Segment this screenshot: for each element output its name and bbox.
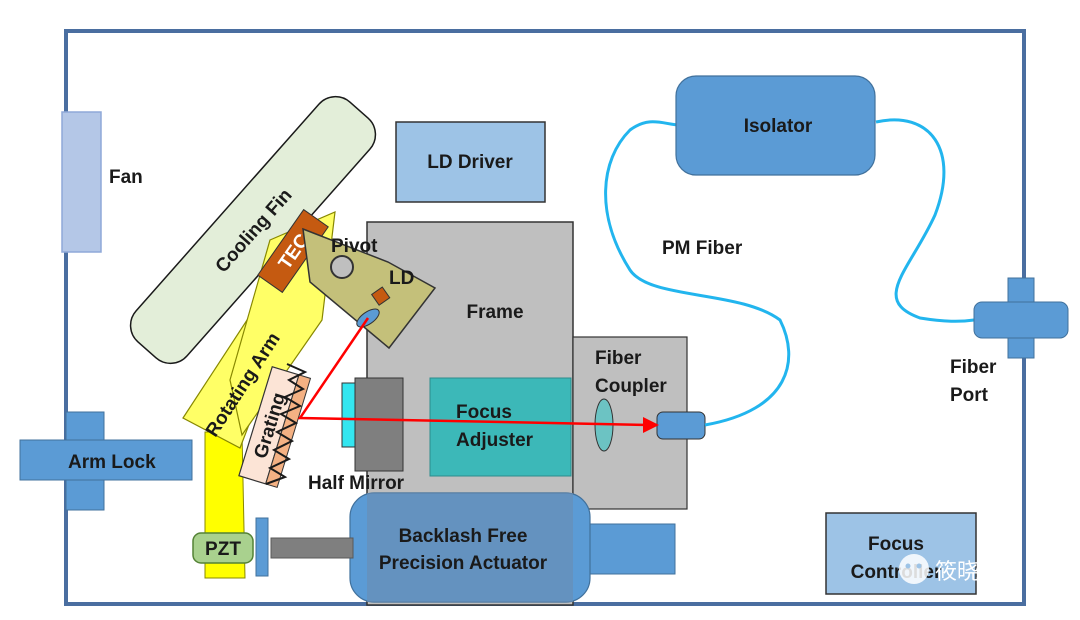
frame-label: Frame <box>466 302 523 323</box>
focus-adjuster-label-line1: Focus <box>456 402 512 423</box>
focus-adjuster-label-line2: Adjuster <box>456 430 534 451</box>
half-mirror-front <box>341 382 356 448</box>
ld-driver-label: LD Driver <box>427 152 513 173</box>
fiber-port-label-line2: Port <box>950 385 989 406</box>
focus-controller-label-line1: Focus <box>868 534 924 555</box>
actuator-rod <box>270 537 354 559</box>
fan-block <box>61 111 102 253</box>
arm-lock-label: Arm Lock <box>68 452 156 473</box>
fiber-coupler-label-line1: Fiber <box>595 348 642 369</box>
isolator-label: Isolator <box>744 116 813 137</box>
focus-adjuster-box <box>429 377 572 477</box>
fiber-connector <box>656 411 706 440</box>
laser-beam-arrowhead <box>643 417 659 433</box>
pivot-icon <box>330 255 354 279</box>
pzt-label: PZT <box>205 539 241 560</box>
actuator-plate <box>255 517 269 577</box>
actuator-label-line1: Backlash Free <box>399 526 528 547</box>
pm-fiber-label: PM Fiber <box>662 238 743 259</box>
half-mirror-label: Half Mirror <box>308 473 405 494</box>
actuator-right-block <box>582 523 676 575</box>
ld-label: LD <box>389 268 414 289</box>
arm-lock-horizontal <box>19 439 193 481</box>
isolator-box <box>675 75 876 176</box>
fiber-coupler-label-line2: Coupler <box>595 376 667 397</box>
laser-beam-path <box>297 317 651 427</box>
half-mirror-body <box>354 377 404 472</box>
grating-teeth-icon <box>265 363 308 485</box>
actuator-overlay <box>367 493 573 602</box>
focus-controller-box <box>825 512 977 595</box>
pivot-label: Pivot <box>331 236 378 257</box>
actuator-label-line2: Precision Actuator <box>379 553 548 574</box>
pzt-block <box>192 532 254 564</box>
wechat-icon <box>899 554 929 584</box>
fiber-port-horizontal <box>973 301 1069 339</box>
pm-fiber-line <box>604 118 975 427</box>
fiber-port-label-line1: Fiber <box>950 357 997 378</box>
ld-diode-icon <box>370 286 391 306</box>
watermark-text: 筱晓光子 <box>935 560 1023 585</box>
fan-label: Fan <box>109 167 143 188</box>
ld-driver-box <box>395 121 546 203</box>
watermark: 筱晓光子 <box>899 554 1023 585</box>
